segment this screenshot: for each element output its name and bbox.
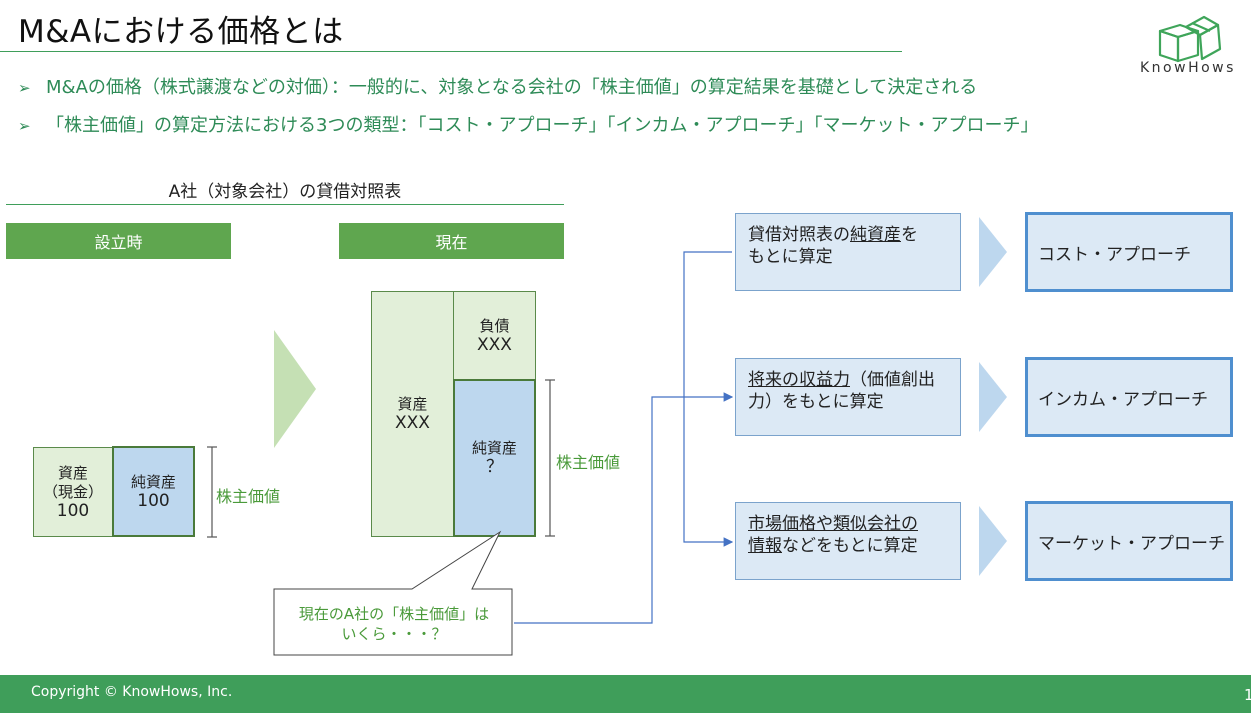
phase-founding: 設立時 [6, 223, 231, 259]
method-1-text-a: 貸借対照表の [748, 225, 850, 245]
current-net-assets-box: 純資産 ？ [453, 379, 536, 537]
callout-line-1: 現在のA社の「株主価値」は [298, 605, 490, 623]
bullet-arrow-icon: ➢ [18, 117, 31, 135]
founding-assets-value: 100 [56, 500, 90, 521]
callout-bubble [273, 530, 513, 656]
method-2-text-b: （価値創出 [850, 370, 935, 390]
founding-net-label: 純資産 [130, 472, 176, 491]
founding-assets-box: 資産 （現金） 100 [33, 447, 113, 537]
chevron-right-icon [979, 362, 1007, 432]
chevron-right-icon [979, 506, 1007, 576]
method-2-line-2: 力）をもとに算定 [748, 392, 884, 412]
founding-shareholder-value-label: 株主価値 [216, 487, 281, 506]
current-net-label: 純資産 [471, 439, 517, 457]
footer-copyright: Copyright © KnowHows, Inc. [31, 684, 233, 700]
callout-line-2: いくら・・・？ [341, 625, 447, 643]
founding-bracket [207, 446, 217, 538]
approach-market: マーケット・アプローチ [1025, 501, 1233, 581]
current-bracket [545, 379, 555, 537]
method-3-line-2: などをもとに算定 [782, 536, 918, 556]
approach-income: インカム・アプローチ [1025, 357, 1233, 437]
approach-cost: コスト・アプローチ [1025, 212, 1233, 292]
method-1-underlined: 純資産 [850, 225, 901, 245]
chevron-right-icon [979, 217, 1007, 287]
current-shareholder-value-label: 株主価値 [556, 453, 621, 472]
callout-text: 現在のA社の「株主価値」は いくら・・・？ [276, 604, 512, 644]
method-3-underlined-2: 情報 [748, 536, 782, 556]
method-3-underlined: 市場価格や類似会社の [748, 514, 918, 534]
balance-sheet-divider [6, 204, 564, 205]
page-title: M&Aにおける価格とは [18, 14, 344, 50]
current-assets-label: 資産 [397, 395, 428, 413]
method-box-cost: 貸借対照表の純資産を もとに算定 [735, 213, 961, 291]
page-number: 1 [1244, 686, 1251, 704]
method-box-market: 市場価格や類似会社の 情報などをもとに算定 [735, 502, 961, 580]
knowhows-logo-icon [1158, 15, 1222, 63]
bullet-1: ➢ M&Aの価格（株式譲渡などの対価）：一般的に、対象となる会社の「株主価値」の算… [18, 73, 977, 99]
method-1-text-b: を [901, 225, 918, 245]
connector-lines [514, 251, 734, 624]
current-assets-value: XXX [395, 413, 430, 433]
founding-assets-sub: （現金） [42, 482, 103, 501]
logo-text: KnowHows [1140, 60, 1236, 76]
chevron-right-icon [274, 330, 316, 448]
bullet-text-1: M&Aの価格（株式譲渡などの対価）：一般的に、対象となる会社の「株主価値」の算定… [46, 77, 978, 98]
footer-bar [0, 675, 1251, 713]
method-2-underlined: 将来の収益力 [748, 370, 850, 390]
title-divider [0, 51, 902, 52]
current-net-value: ？ [486, 457, 503, 477]
founding-assets-label: 資産 [57, 463, 88, 482]
phase-current: 現在 [339, 223, 564, 259]
method-box-income: 将来の収益力（価値創出 力）をもとに算定 [735, 358, 961, 436]
balance-sheet-title: A社（対象会社）の貸借対照表 [168, 182, 402, 202]
bullet-text-2: 「株主価値」の算定方法における3つの類型：「コスト・アプローチ」「インカム・アプ… [46, 115, 1039, 136]
method-1-line-2: もとに算定 [748, 247, 833, 267]
current-liabilities-label: 負債 [479, 316, 510, 335]
bullet-arrow-icon: ➢ [18, 79, 31, 97]
bullet-2: ➢ 「株主価値」の算定方法における3つの類型：「コスト・アプローチ」「インカム・ア… [18, 111, 1038, 137]
founding-net-value: 100 [137, 490, 170, 511]
current-liabilities-value: XXX [477, 334, 512, 355]
founding-net-assets-box: 純資産 100 [112, 446, 195, 537]
current-assets-box: 資産 XXX [371, 291, 454, 537]
